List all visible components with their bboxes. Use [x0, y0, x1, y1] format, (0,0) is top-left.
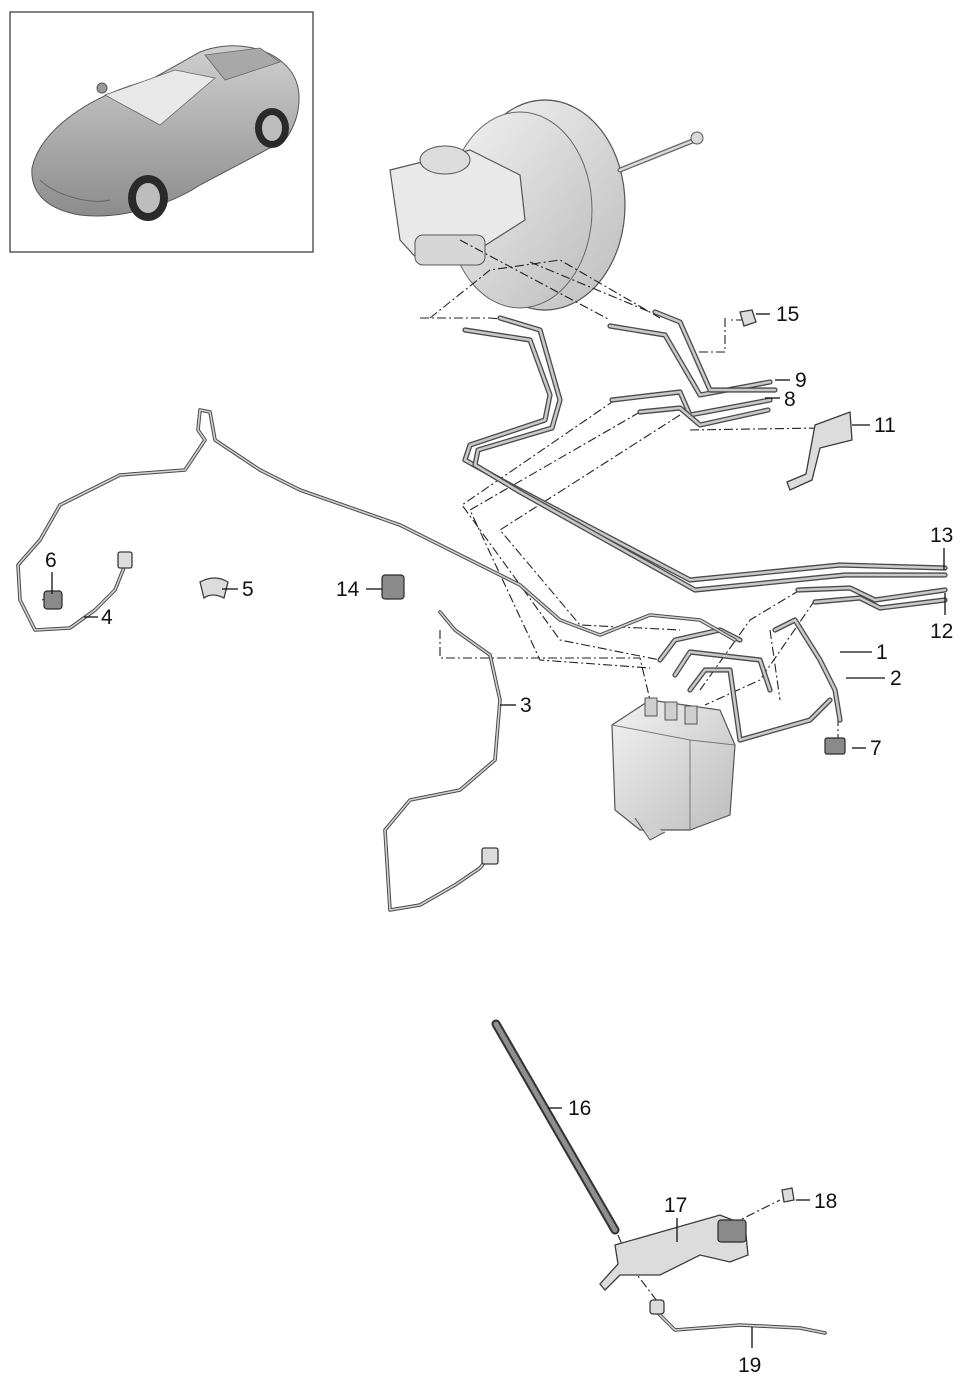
leader-lines [51, 313, 946, 1348]
long-thin-pipes [16, 408, 737, 912]
callout-4: 4 [101, 606, 113, 629]
callout-12: 12 [930, 620, 953, 643]
small-parts [43, 309, 853, 865]
callout-19: 19 [738, 1354, 761, 1377]
holder-part-7 [824, 737, 846, 755]
callout-11: 11 [874, 414, 896, 437]
holder-part-14 [381, 574, 405, 600]
car-illustration [31, 45, 300, 221]
callout-16: 16 [568, 1097, 591, 1120]
callout-2: 2 [890, 667, 902, 690]
vehicle-thumbnail [9, 11, 314, 253]
callout-6: 6 [45, 549, 57, 572]
connector-part-3-end [481, 847, 499, 865]
callout-5: 5 [242, 578, 254, 601]
grommet-part-6 [43, 590, 63, 610]
brake-hose-assembly [491, 1019, 827, 1335]
connector-part-4-end [117, 551, 133, 569]
brake-booster [389, 99, 704, 311]
brake-pipes [462, 309, 948, 743]
callout-3: 3 [520, 694, 532, 717]
bracket-part-11 [786, 411, 853, 491]
callout-labels: 1 2 3 4 5 6 7 8 9 11 12 13 14 15 16 17 1… [45, 303, 953, 1377]
callout-7: 7 [870, 737, 882, 760]
fastener-part-15 [739, 309, 757, 327]
callout-18: 18 [814, 1190, 837, 1213]
clip-part-5 [199, 577, 229, 600]
callout-15: 15 [776, 303, 799, 326]
callout-14: 14 [336, 578, 360, 601]
callout-13: 13 [930, 524, 953, 547]
hydraulic-unit [611, 697, 736, 841]
callout-9: 9 [795, 369, 807, 392]
callout-8: 8 [784, 388, 796, 411]
callout-1: 1 [876, 641, 888, 664]
callout-17: 17 [664, 1194, 687, 1217]
